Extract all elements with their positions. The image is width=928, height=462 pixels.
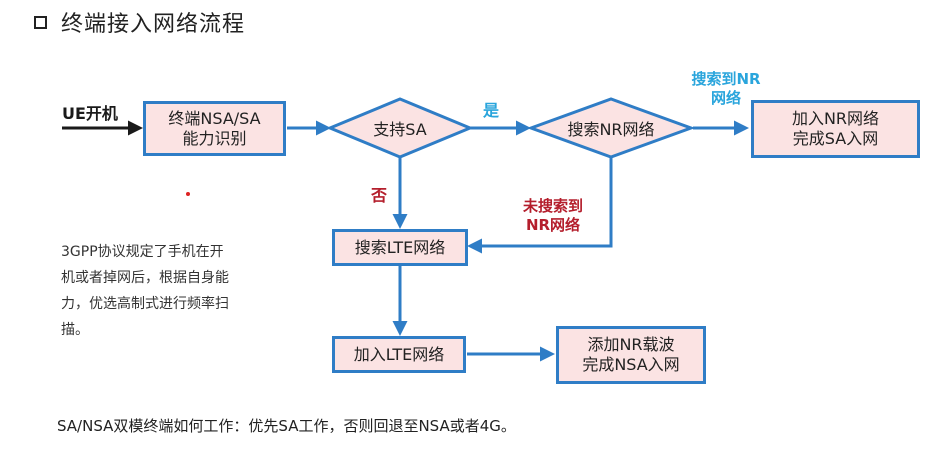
title-row: 终端接入网络流程 (34, 6, 245, 38)
node-search-lte-label: 搜索LTE网络 (354, 237, 446, 257)
node-search-lte: 搜索LTE网络 (332, 229, 468, 266)
footer-note: SA/NSA双模终端如何工作：优先SA工作，否则回退至NSA或者4G。 (57, 417, 516, 435)
node-add-nr-carrier: 添加NR载波 完成NSA入网 (556, 326, 706, 384)
node-capability-line2: 能力识别 (182, 128, 247, 148)
node-join-lte-label: 加入LTE网络 (353, 344, 445, 364)
node-capability-identification: 终端NSA/SA 能力识别 (143, 101, 286, 156)
side-note-line4: 描。 (61, 322, 89, 338)
start-label: UE开机 (62, 104, 118, 123)
edge-label-nr-not-found: 未搜索到 NR网络 (508, 197, 598, 235)
edge-label-nr-found-line1: 搜索到NR (691, 70, 761, 88)
edge-label-nr-found-line2: 网络 (710, 89, 741, 107)
node-join-nr-sa: 加入NR网络 完成SA入网 (751, 100, 920, 158)
side-note-line2: 机或者掉网后，根据自身能 (61, 270, 229, 286)
decorative-red-dot (186, 192, 190, 196)
node-capability-line1: 终端NSA/SA (168, 108, 261, 128)
edge-label-yes: 是 (483, 101, 500, 120)
decision-search-nr-label: 搜索NR网络 (567, 120, 655, 139)
edge-label-no: 否 (371, 186, 388, 205)
node-join-nr-line2: 完成SA入网 (792, 129, 879, 148)
side-note: 3GPP协议规定了手机在开 机或者掉网后，根据自身能 力，优选高制式进行频率扫 … (61, 239, 301, 343)
side-note-line1: 3GPP协议规定了手机在开 (61, 244, 224, 260)
decision-support-sa-label: 支持SA (373, 120, 427, 139)
side-note-line3: 力，优选高制式进行频率扫 (61, 296, 229, 312)
edge-label-nr-found: 搜索到NR 网络 (675, 70, 777, 108)
page-title: 终端接入网络流程 (61, 12, 246, 37)
node-add-nr-line2: 完成NSA入网 (582, 355, 680, 374)
edge-label-nr-not-found-line1: 未搜索到 (522, 197, 583, 215)
checkbox-square-icon (34, 15, 47, 29)
node-join-lte: 加入LTE网络 (332, 336, 466, 373)
node-join-nr-line1: 加入NR网络 (791, 109, 880, 128)
node-add-nr-line1: 添加NR载波 (587, 335, 675, 354)
edge-label-nr-not-found-line2: NR网络 (525, 216, 581, 234)
